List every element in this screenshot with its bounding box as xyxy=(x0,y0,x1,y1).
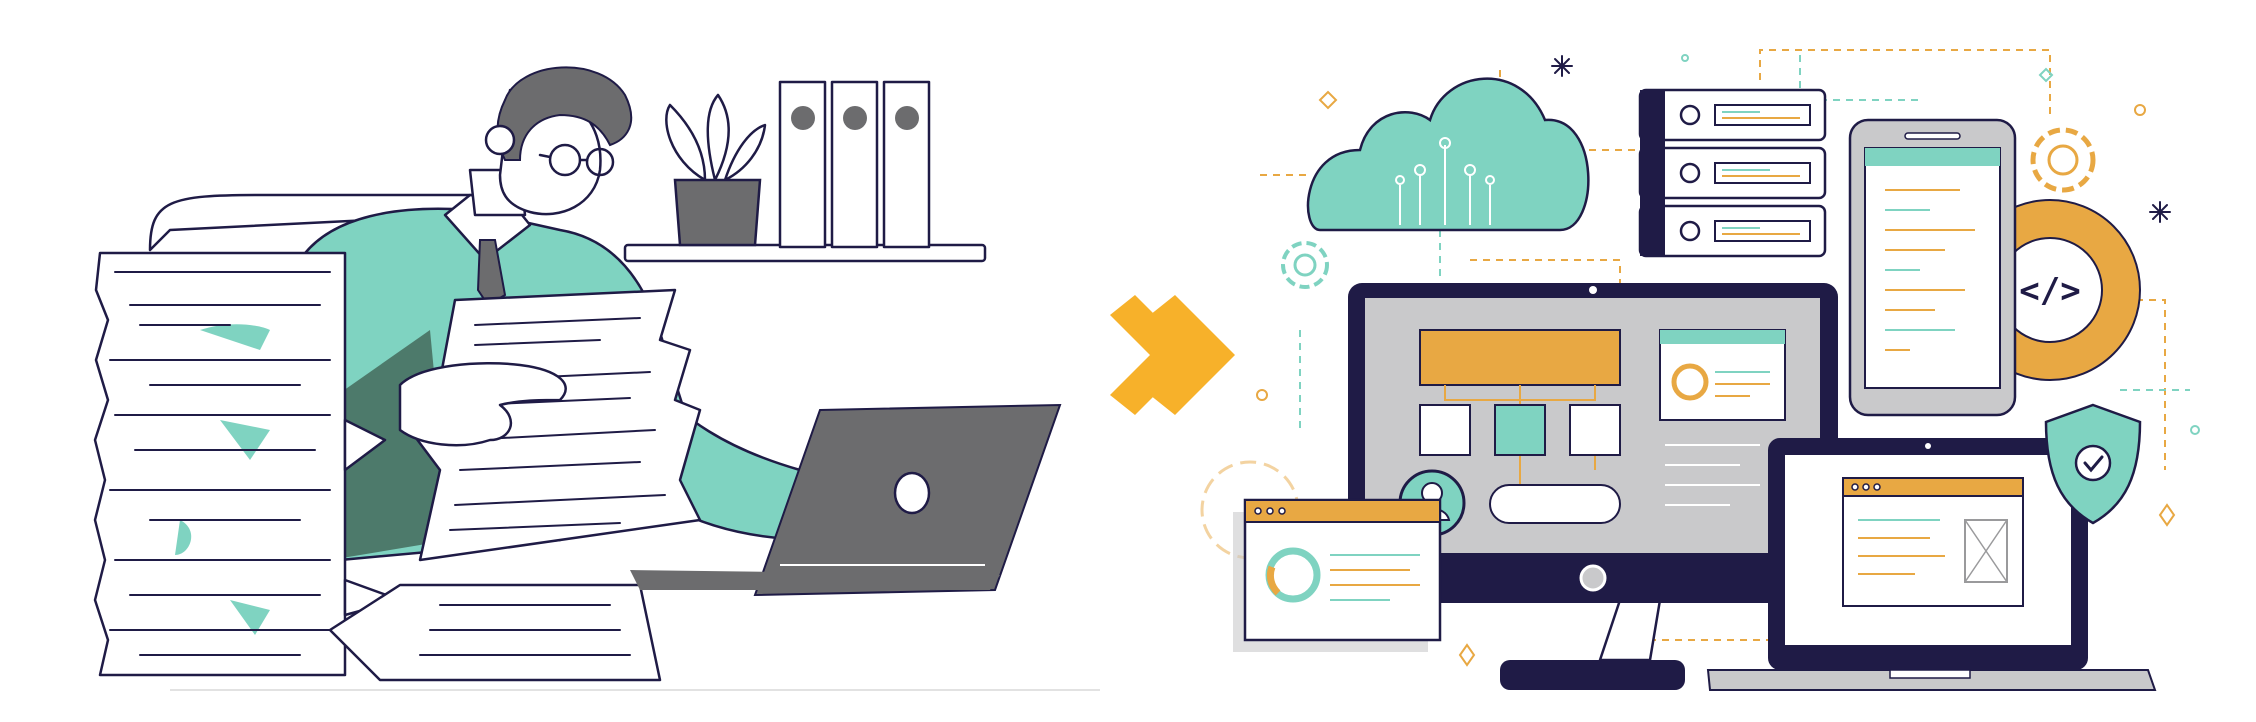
held-document xyxy=(398,288,702,562)
desktop-monitor xyxy=(1348,283,1838,690)
digital-systems-illustration: </> xyxy=(1200,49,2200,691)
code-icon: </> xyxy=(2019,271,2080,311)
desk-paper xyxy=(328,583,662,682)
gear-icon xyxy=(2030,127,2096,193)
paperwork-illustration xyxy=(93,66,1100,691)
smartphone-icon xyxy=(1848,118,2017,417)
paper-stack xyxy=(93,251,402,677)
shield-check-icon xyxy=(2044,403,2142,525)
binder-icon xyxy=(882,80,931,249)
cloud-icon xyxy=(1306,77,1590,232)
server-rack-icon xyxy=(1638,88,1827,258)
laptop-icon xyxy=(1706,438,2157,691)
plant-icon xyxy=(665,93,767,247)
binder-icon xyxy=(778,80,827,249)
gear-icon xyxy=(1281,241,1329,289)
shelf xyxy=(623,80,987,263)
double-chevron-right-icon xyxy=(1110,295,1235,415)
binder-icon xyxy=(830,80,879,249)
sparkle-icons xyxy=(1256,54,2200,667)
laptop-icon xyxy=(630,403,1062,597)
floating-window xyxy=(1233,498,1442,652)
